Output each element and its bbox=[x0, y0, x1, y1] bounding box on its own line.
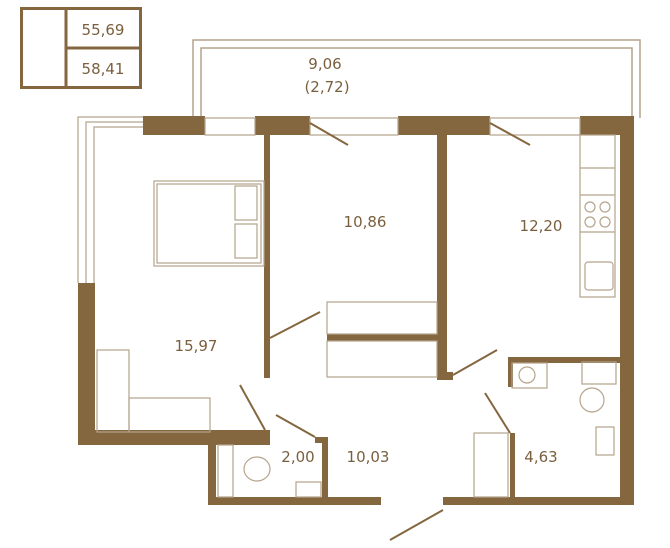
stove-icon bbox=[584, 201, 596, 213]
wardrobe-icon bbox=[326, 301, 438, 335]
hallway-area: 10,03 bbox=[346, 448, 390, 466]
bedroom-area: 15,97 bbox=[174, 337, 218, 355]
living-area-value: 55,69 bbox=[81, 21, 125, 39]
bed-icon bbox=[153, 180, 265, 267]
area-summary-box bbox=[20, 7, 142, 89]
toilet-icon bbox=[243, 456, 271, 482]
room-area: 10,86 bbox=[343, 213, 387, 231]
sink-icon bbox=[584, 261, 614, 291]
balcony-reduced-area: (2,72) bbox=[304, 78, 350, 96]
balcony-area: 9,06 bbox=[308, 55, 342, 73]
washing-machine-icon bbox=[511, 362, 548, 389]
doors bbox=[239, 122, 531, 541]
walls bbox=[78, 116, 634, 505]
toilet-icon bbox=[579, 387, 605, 413]
balcony bbox=[192, 39, 641, 118]
sink-icon bbox=[595, 426, 615, 456]
total-area-value: 58,41 bbox=[81, 60, 125, 78]
kitchen-counter-icon bbox=[579, 134, 616, 298]
wardrobe-icon bbox=[473, 432, 509, 498]
fixtures bbox=[77, 116, 617, 498]
wardrobe-icon bbox=[96, 349, 130, 433]
bathroom-area: 2,00 bbox=[281, 448, 315, 466]
bathtub-icon bbox=[217, 444, 234, 498]
kitchen-area: 12,20 bbox=[519, 217, 563, 235]
sink-icon bbox=[295, 481, 322, 498]
bathroom-2-area: 4,63 bbox=[524, 448, 558, 466]
